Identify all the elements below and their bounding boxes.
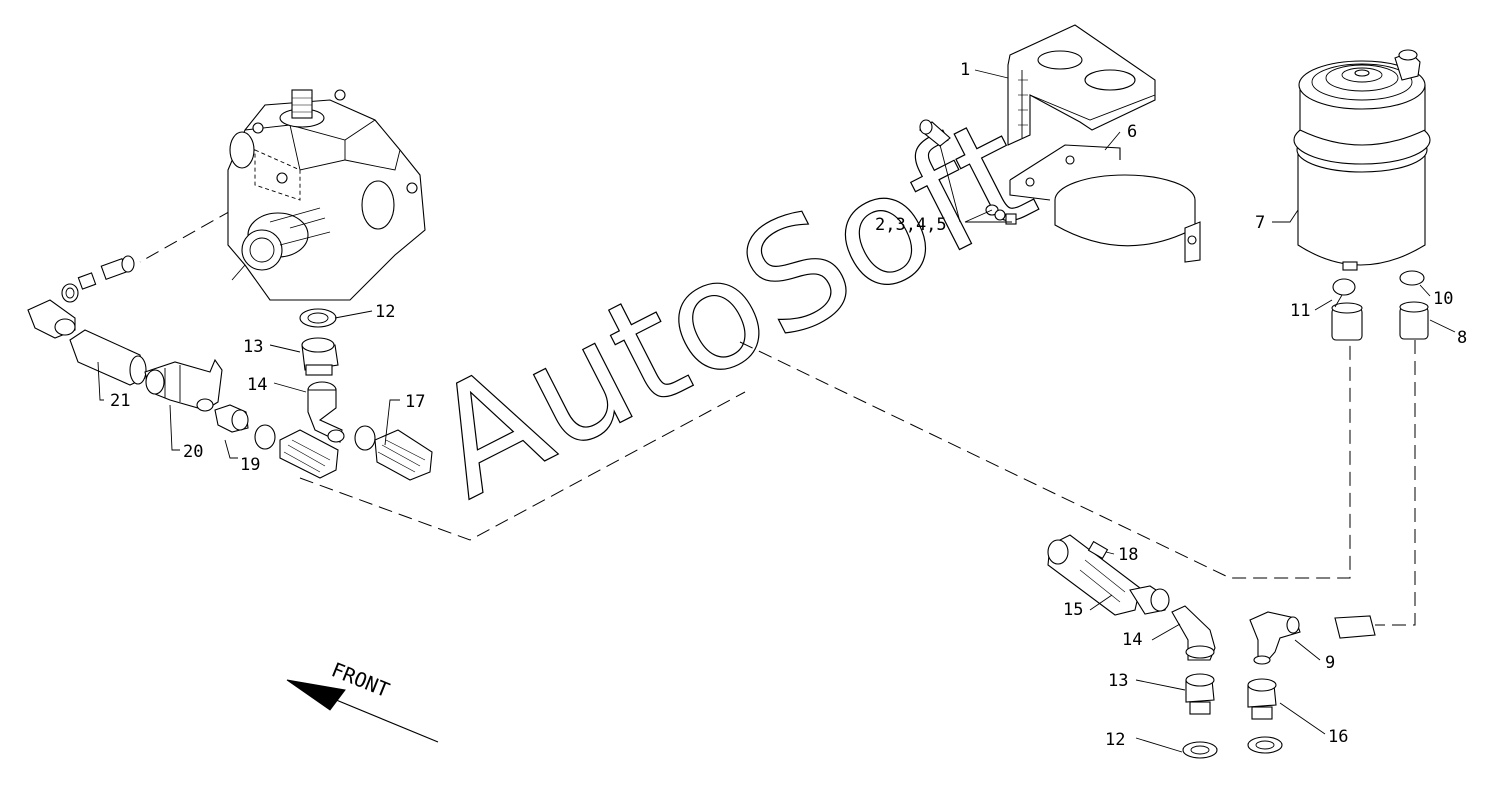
autosoft-watermark: AutoSoft — [405, 84, 1059, 533]
callout-10: 10 — [1433, 289, 1453, 309]
mounting-bracket — [1007, 24, 1156, 146]
left-fittings — [27, 255, 433, 481]
callout-1: 1 — [960, 60, 970, 80]
callout-11: 11 — [1290, 301, 1310, 321]
callout-14-lower: 14 — [1122, 630, 1142, 650]
callout-2345: 2,3,4,5 — [875, 215, 947, 235]
lower-right-fittings — [1047, 534, 1376, 759]
callout-12-lower: 12 — [1105, 730, 1125, 750]
tank-clamp — [1009, 144, 1201, 263]
svg-text:AutoSoft: AutoSoft — [405, 85, 1058, 533]
reservoir-tank — [1293, 49, 1431, 271]
callout-19: 19 — [240, 455, 260, 475]
callout-21: 21 — [110, 391, 130, 411]
callout-18: 18 — [1118, 545, 1138, 565]
callout-14-upper: 14 — [247, 375, 267, 395]
air-dryer-valve-assembly — [227, 89, 426, 301]
callout-17: 17 — [405, 392, 425, 412]
callout-8: 8 — [1457, 328, 1467, 348]
tank-outlet-parts — [1331, 270, 1429, 341]
callout-7: 7 — [1255, 213, 1265, 233]
callout-labels: 1 6 2,3,4,5 7 10 11 8 12 13 14 17 21 20 … — [110, 60, 1467, 750]
callout-20: 20 — [183, 442, 203, 462]
callout-9: 9 — [1325, 653, 1335, 673]
callout-13-lower: 13 — [1108, 671, 1128, 691]
leader-lines — [97, 69, 1456, 753]
callout-15: 15 — [1063, 600, 1083, 620]
callout-12-upper: 12 — [375, 302, 395, 322]
callout-13-upper: 13 — [243, 337, 263, 357]
front-direction-arrow: FRONT — [286, 657, 439, 743]
callout-16: 16 — [1328, 727, 1348, 747]
callout-6: 6 — [1127, 122, 1137, 142]
